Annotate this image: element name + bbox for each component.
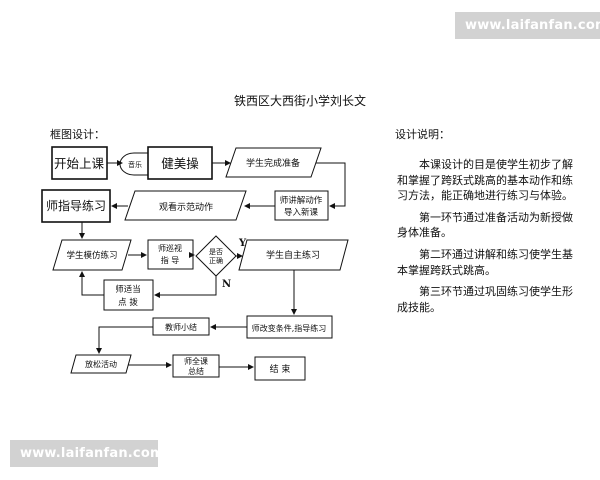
warmup-text: 学生完成准备: [246, 157, 300, 169]
description-paragraph-3: 第二环通过讲解和练习使学生基本掌握跨跃式跳高。: [397, 247, 573, 277]
change-text: 师改变条件,指导练习: [252, 323, 327, 333]
start-text: 开始上课: [54, 156, 105, 171]
decision-text-2: 正确: [209, 256, 223, 265]
observe-parallelogram: [124, 190, 247, 221]
arrow-warmup-explain: [316, 162, 346, 209]
explain-text-1: 师讲解动作: [280, 195, 323, 206]
relax-parallelogram: [70, 354, 132, 374]
chart-label: 框图设计：: [50, 128, 105, 141]
watermark-top: www.laifanfan.com: [455, 12, 600, 39]
watermark-bottom: www.laifanfan.com: [10, 440, 164, 467]
observe-text: 观看示范动作: [159, 201, 213, 213]
no-label: N: [222, 279, 231, 290]
patrol-text-1: 师巡视: [158, 243, 182, 253]
guide-text: 师指导练习: [46, 198, 106, 213]
final-box: [172, 354, 220, 378]
description-paragraph-2: 第一环节通过准备活动为新授做身体准备。: [397, 210, 573, 240]
point-text-1: 师适当: [115, 284, 141, 295]
decision-diamond: [195, 235, 237, 277]
final-text-2: 总结: [188, 366, 204, 376]
point-text-2: 点 拨: [118, 297, 138, 308]
explain-text-2: 导入新课: [284, 207, 319, 218]
description-paragraph-4: 第三环节通过巩固练习使学生形成技能。: [397, 285, 573, 314]
design-description: 本课设计的目是使学生初步了解和掌握了跨跃式跳高的基本动作和练习方法，能正确地进行…: [397, 157, 575, 321]
music-text: 音乐: [128, 160, 142, 169]
end-text: 结 束: [270, 363, 291, 375]
patrol-text-2: 指 导: [161, 255, 180, 265]
description-paragraph-1: 本课设计的目是使学生初步了解和掌握了跨跃式跳高的基本动作和练习方法，能正确地进行…: [397, 158, 573, 203]
summary-text: 教师小结: [165, 322, 197, 332]
mimic-parallelogram: [52, 239, 132, 271]
self-practice-parallelogram: [238, 239, 349, 271]
final-text-1: 师全课: [184, 356, 208, 366]
description-label: 设计说明：: [395, 128, 450, 141]
arrow-summary-relax: [96, 326, 153, 354]
page-title: 铁西区大西街小学刘长文: [233, 94, 366, 108]
warmup-parallelogram: [225, 147, 322, 178]
arrow-decision-point: [154, 276, 217, 298]
arrow-point-mimic: [79, 271, 104, 296]
relax-text: 放松活动: [85, 359, 117, 369]
mimic-text: 学生模仿练习: [66, 250, 117, 261]
aerobics-text: 健美操: [161, 156, 199, 171]
yes-label: Y: [238, 238, 247, 249]
end-box: [254, 356, 306, 381]
self-practice-text: 学生自主练习: [266, 249, 320, 261]
decision-text-1: 是否: [209, 248, 223, 256]
guide-box: [41, 189, 111, 223]
